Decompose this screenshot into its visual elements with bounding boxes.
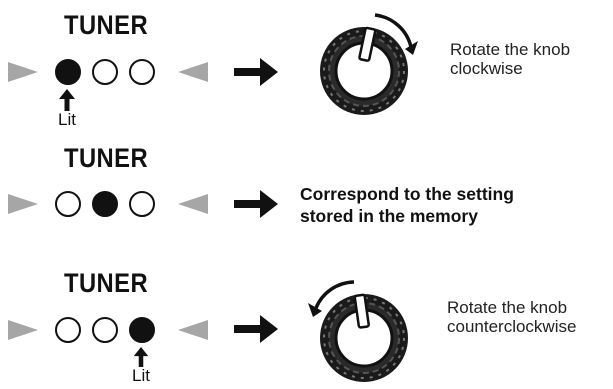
knob-counterclockwise-icon	[308, 280, 408, 382]
led-unlit	[55, 191, 81, 217]
right-arrow-icon	[234, 315, 278, 343]
lit-label: Lit	[132, 366, 150, 385]
led-lit	[92, 191, 118, 217]
caption-line: Rotate the knob	[447, 298, 568, 317]
knob-clockwise-icon	[320, 13, 418, 115]
caption-line: counterclockwise	[447, 317, 577, 336]
tuner-title: TUNER	[64, 268, 149, 298]
tuner-title: TUNER	[64, 143, 149, 173]
right-triangle-icon	[178, 194, 208, 214]
caption-line: clockwise	[450, 59, 523, 78]
tuner-led-indicator	[8, 57, 218, 87]
left-triangle-icon	[8, 320, 38, 340]
left-triangle-icon	[8, 194, 38, 214]
led-lit	[129, 317, 155, 343]
caption: Correspond to the setting stored in the …	[300, 183, 514, 227]
right-triangle-icon	[178, 320, 208, 340]
up-arrow-icon	[59, 89, 75, 111]
lit-marker: Lit	[121, 347, 161, 385]
caption-line: Correspond to the setting	[300, 184, 514, 204]
led-lit	[55, 59, 81, 85]
led-unlit	[129, 59, 155, 85]
left-triangle-icon	[8, 62, 38, 82]
led-unlit	[92, 59, 118, 85]
tuner-led-indicator	[8, 189, 218, 219]
caption-line: stored in the memory	[300, 206, 478, 226]
tuner-title: TUNER	[64, 10, 149, 40]
lit-label: Lit	[58, 110, 76, 129]
led-unlit	[129, 191, 155, 217]
caption: Rotate the knob counterclockwise	[447, 298, 576, 336]
up-arrow-icon	[133, 347, 149, 367]
right-arrow-icon	[234, 58, 278, 86]
led-unlit	[92, 317, 118, 343]
right-triangle-icon	[178, 62, 208, 82]
caption-line: Rotate the knob	[450, 40, 571, 59]
tuner-led-indicator	[8, 315, 218, 345]
lit-marker: Lit	[47, 89, 87, 129]
led-unlit	[55, 317, 81, 343]
caption: Rotate the knob clockwise	[450, 40, 570, 78]
right-arrow-icon	[234, 190, 278, 218]
